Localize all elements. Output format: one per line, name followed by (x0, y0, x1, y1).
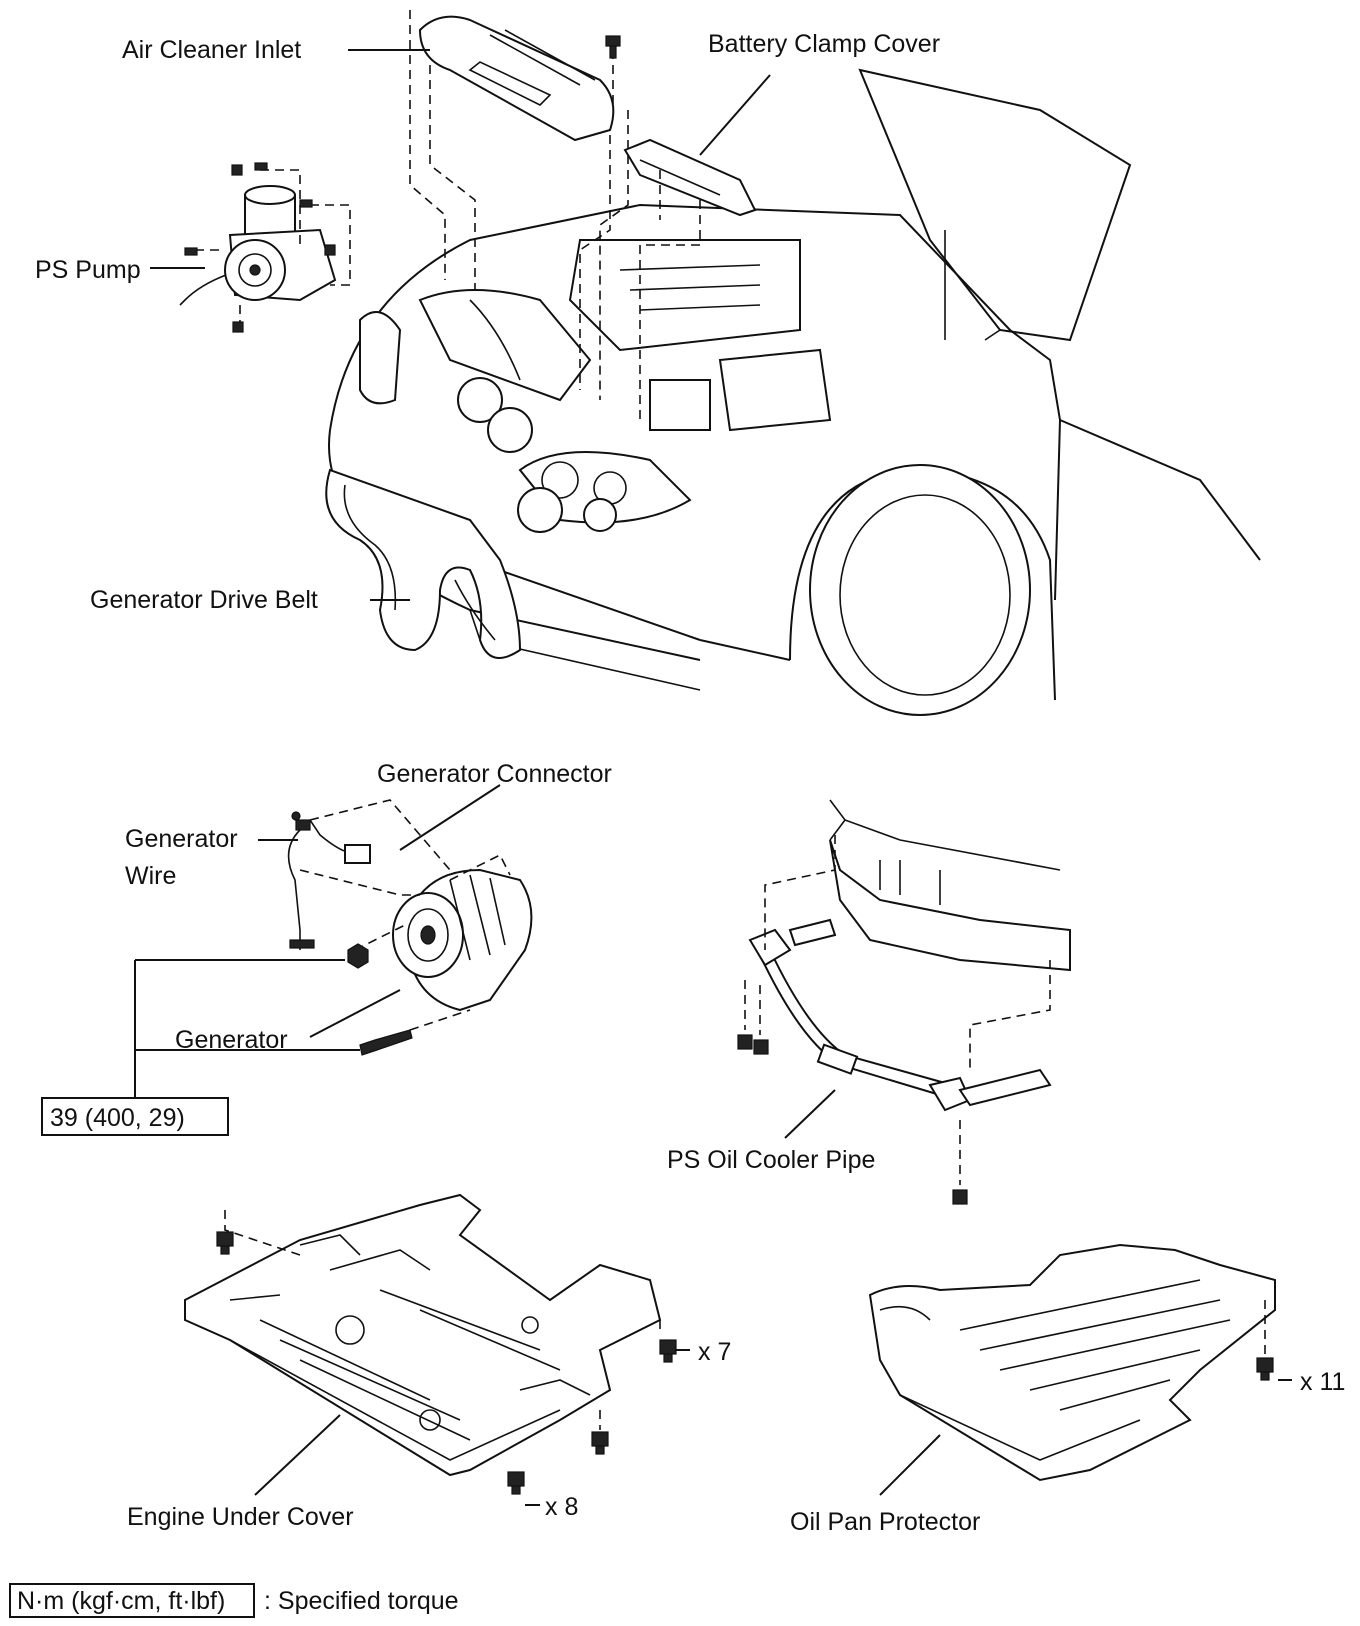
under-cover-bottom-bolt-count: x 8 (545, 1493, 578, 1521)
air-cleaner-inlet-illustration (409, 10, 629, 400)
torque-spec-value: 39 (400, 29) (50, 1104, 185, 1132)
battery-clamp-cover-label: Battery Clamp Cover (708, 30, 940, 58)
generator-connector-label: Generator Connector (377, 760, 612, 788)
generator-label: Generator (175, 1026, 288, 1054)
car-front-illustration (328, 68, 1261, 716)
generator-drive-belt-illustration (325, 468, 522, 659)
leader-lines (150, 49, 1292, 1506)
battery-clamp-cover-illustration (623, 138, 757, 420)
ps-oil-cooler-pipe-label: PS Oil Cooler Pipe (667, 1146, 875, 1174)
ps-pump-label: PS Pump (35, 256, 141, 284)
oil-pan-protector-label: Oil Pan Protector (790, 1508, 980, 1536)
ps-pump-illustration (179, 162, 351, 333)
legend-unit: N·m (kgf·cm, ft·lbf) (17, 1587, 225, 1615)
engine-under-cover-illustration (184, 1193, 677, 1495)
generator-drive-belt-label: Generator Drive Belt (90, 586, 318, 614)
torque-spec-box (41, 1097, 229, 1136)
legend-description: : Specified torque (264, 1587, 459, 1615)
generator-wire-label-line2: Wire (125, 862, 176, 890)
generator-wire-label-line1: Generator (125, 825, 238, 853)
ps-oil-cooler-pipe-illustration (737, 799, 1071, 1205)
oil-pan-bolt-count: x 11 (1300, 1368, 1345, 1396)
air-cleaner-inlet-label: Air Cleaner Inlet (122, 36, 301, 64)
legend-unit-box (9, 1583, 255, 1618)
engine-under-cover-label: Engine Under Cover (127, 1503, 354, 1531)
generator-illustration (134, 799, 533, 1098)
under-cover-side-bolt-count: x 7 (698, 1338, 731, 1366)
oil-pan-protector-illustration (868, 1243, 1276, 1482)
